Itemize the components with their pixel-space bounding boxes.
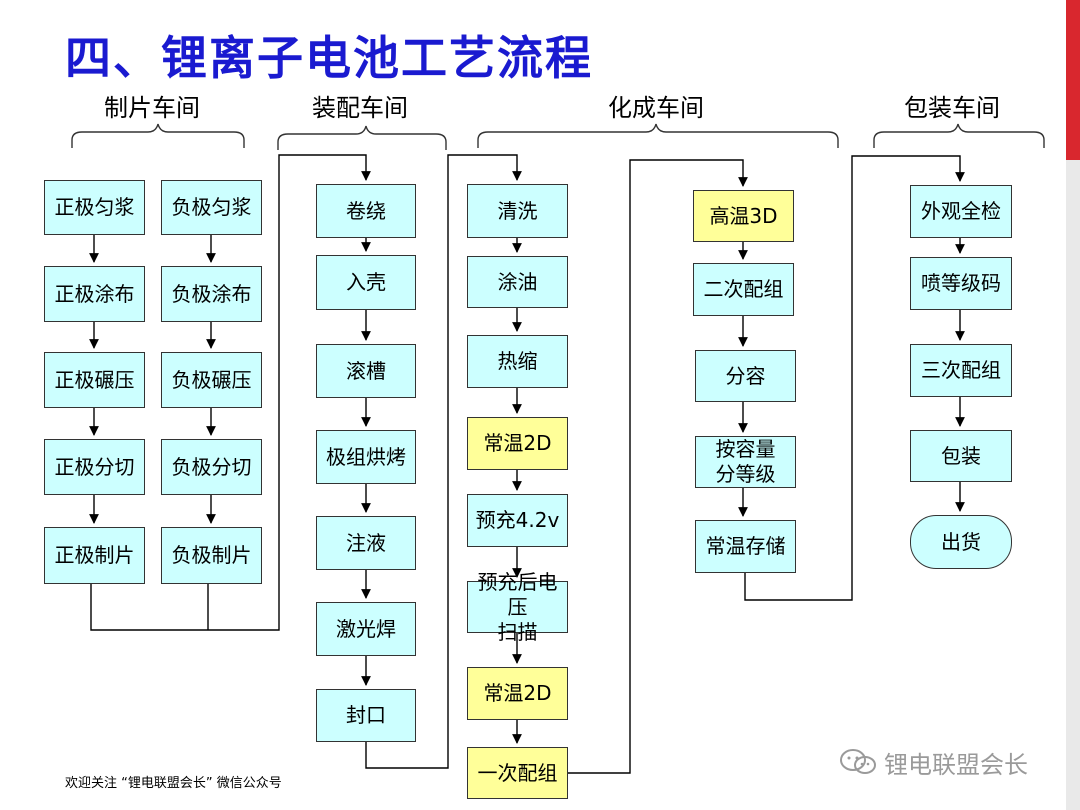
step-box: 分容	[695, 350, 796, 402]
step-box: 清洗	[467, 184, 568, 238]
step-box: 入壳	[316, 255, 416, 310]
step-box: 二次配组	[693, 263, 794, 316]
step-box: 预充4.2v	[467, 494, 568, 547]
brace-formation	[477, 123, 839, 148]
step-box: 涂油	[467, 256, 568, 308]
watermark: 锂电联盟会长	[838, 744, 1058, 780]
step-box: 包装	[910, 430, 1012, 482]
footer-note: 欢迎关注 “锂电联盟会长” 微信公众号	[65, 776, 282, 791]
step-box: 正极匀浆	[44, 180, 145, 235]
section-label-electrode: 制片车间	[104, 94, 200, 122]
step-box: 按容量 分等级	[695, 436, 796, 488]
section-label-formation: 化成车间	[608, 94, 704, 122]
brace-packaging	[873, 123, 1045, 148]
step-box: 负极碾压	[161, 352, 262, 408]
step-box: 三次配组	[910, 344, 1012, 397]
step-box-highlight: 常温2D	[467, 417, 568, 470]
step-box: 正极制片	[44, 527, 145, 584]
step-box: 激光焊	[316, 602, 416, 656]
step-box: 喷等级码	[910, 257, 1012, 310]
end-terminator: 出货	[910, 515, 1012, 569]
step-box: 极组烘烤	[316, 430, 416, 484]
step-box: 预充后电压 扫描	[467, 570, 568, 644]
step-box-highlight: 常温2D	[467, 667, 568, 720]
step-box: 正极碾压	[44, 352, 145, 408]
step-box: 正极分切	[44, 439, 145, 495]
section-label-packaging: 包装车间	[904, 94, 1000, 122]
step-box: 正极涂布	[44, 266, 145, 322]
side-bar	[1066, 160, 1080, 810]
step-box: 负极涂布	[161, 266, 262, 322]
brace-electrode	[71, 123, 245, 148]
step-box-highlight: 高温3D	[693, 190, 794, 242]
wechat-icon	[840, 749, 876, 774]
step-box: 热缩	[467, 335, 568, 388]
step-box: 负极制片	[161, 527, 262, 584]
step-box: 封口	[316, 689, 416, 742]
page-title: 四、锂离子电池工艺流程	[65, 31, 593, 85]
brace-assembly	[277, 125, 447, 150]
step-box: 负极分切	[161, 439, 262, 495]
step-box: 卷绕	[316, 184, 416, 238]
watermark-text: 锂电联盟会长	[884, 750, 1028, 779]
step-box: 注液	[316, 516, 416, 570]
step-box: 常温存储	[695, 520, 796, 573]
step-box: 外观全检	[910, 185, 1012, 238]
section-label-assembly: 装配车间	[312, 94, 408, 122]
step-box: 滚槽	[316, 344, 416, 398]
step-box-highlight: 一次配组	[467, 747, 568, 799]
step-box: 负极匀浆	[161, 180, 262, 235]
accent-bar	[1066, 0, 1080, 160]
